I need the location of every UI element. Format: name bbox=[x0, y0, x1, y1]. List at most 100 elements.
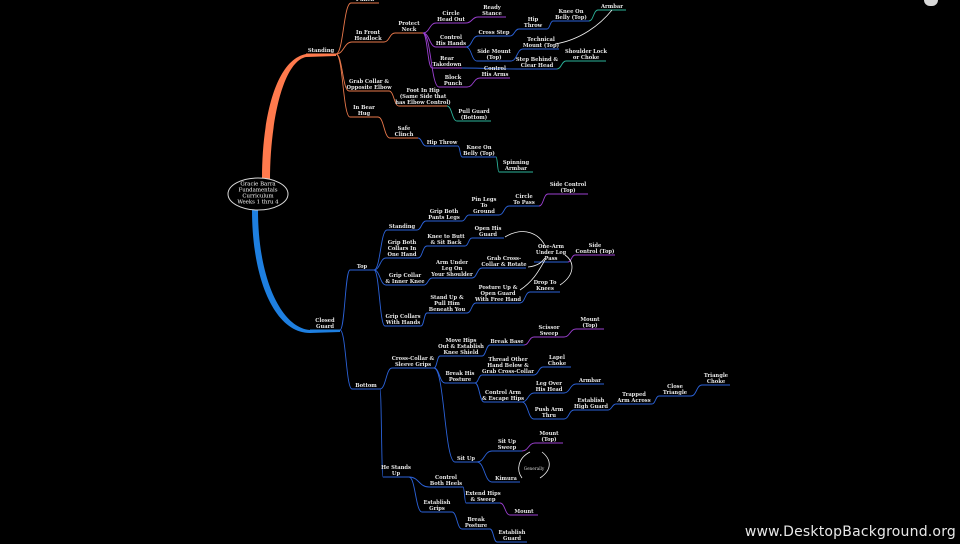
link-stand-up-pull-to-posture-up bbox=[466, 302, 477, 314]
node-side-mount-top[interactable]: Side Mount(Top) bbox=[477, 49, 511, 62]
node-top[interactable]: Top bbox=[350, 264, 374, 271]
arrow-technical-mount-to-armbar bbox=[554, 9, 613, 45]
node-mount-top-2[interactable]: Mount(Top) bbox=[535, 431, 563, 444]
node-punch[interactable]: Punch bbox=[351, 0, 379, 4]
node-extend-hips-sweep[interactable]: Extend Hips& Sweep bbox=[465, 491, 501, 504]
root-node[interactable]: Gracie Barra Fundamentals Curriculum Wee… bbox=[227, 177, 289, 211]
node-label-standing-line-1: Standing bbox=[308, 48, 335, 54]
node-label-leg-over-head-line-2: His Head bbox=[536, 387, 563, 393]
node-grab-collar[interactable]: Grab Collar &Opposite Elbow bbox=[346, 79, 392, 92]
node-label-move-hips-line-2: Out & Establish bbox=[438, 344, 484, 350]
node-label-grip-collars-with-hands-line-1: Grip Collars bbox=[385, 314, 420, 320]
node-sit-up[interactable]: Sit Up bbox=[455, 456, 477, 463]
node-mount-3[interactable]: Mount bbox=[510, 509, 538, 516]
node-label-leg-over-head-line-1: Leg Over bbox=[536, 381, 562, 387]
node-label-break-his-posture-line-1: Break His bbox=[446, 371, 475, 377]
node-mount-top-1[interactable]: Mount(Top) bbox=[576, 317, 604, 330]
node-pull-guard[interactable]: Pull Guard(Bottom) bbox=[457, 109, 491, 122]
node-bottom[interactable]: Bottom bbox=[352, 383, 380, 390]
link-trapped-arm-across-to-close-triangle bbox=[651, 395, 660, 405]
node-label-pin-legs-line-1: Pin Legs bbox=[472, 197, 497, 203]
link-protect-neck-to-circle-head-out bbox=[422, 22, 437, 34]
link-top-to-grip-collars-with-hands bbox=[373, 269, 386, 327]
node-armbar-2[interactable]: Armbar bbox=[576, 378, 604, 385]
node-kimura[interactable]: Kimura bbox=[492, 476, 520, 483]
node-label-open-his-guard-line-1: Open His bbox=[475, 226, 502, 232]
link-control-his-hands-to-side-mount-top bbox=[465, 46, 478, 62]
node-standing-2[interactable]: Standing bbox=[387, 224, 417, 231]
node-side-control-top-1[interactable]: Side Control(Top) bbox=[548, 182, 588, 195]
link-sit-up-to-sit-up-sweep bbox=[476, 450, 493, 463]
node-break-base[interactable]: Break Base bbox=[490, 339, 524, 346]
node-label-arm-under-leg-line-1: Arm Under bbox=[435, 260, 468, 266]
node-label-sit-up-sweep-line-1: Sit Up bbox=[498, 439, 516, 445]
node-label-control-arm-escape-line-1: Control Arm bbox=[485, 390, 521, 396]
node-control-arm-escape[interactable]: Control Arm& Escape Hips bbox=[482, 390, 524, 403]
node-knee-to-butt[interactable]: Knee to Butt& Sit Back bbox=[427, 234, 465, 247]
link-one-arm-under-leg-to-side-control-top-2 bbox=[567, 254, 576, 263]
node-label-technical-mount-line-1: Technical bbox=[527, 37, 555, 43]
root-label-line-4: Weeks 1 thru 4 bbox=[237, 200, 279, 206]
node-standing[interactable]: Standing bbox=[306, 48, 336, 55]
node-cross-step[interactable]: Cross Step bbox=[478, 30, 510, 37]
node-step-behind[interactable]: Step Behind &Clear Head bbox=[516, 57, 559, 70]
node-label-sit-up-sweep-line-2: Sweep bbox=[498, 445, 517, 451]
node-grab-cross-collar[interactable]: Grab Cross-Collar & Rotate bbox=[481, 256, 527, 269]
arrow-cross-collar-to-one-arm-pass bbox=[527, 257, 546, 268]
node-label-establish-grips-line-1: Establish bbox=[424, 500, 451, 506]
node-label-one-arm-under-leg-line-2: Under Leg bbox=[536, 250, 567, 256]
node-cross-collar-sleeve[interactable]: Cross-Collar &Sleeve Grips bbox=[392, 356, 435, 369]
node-grip-collar-inner-knee[interactable]: Grip Collar& Inner Knee bbox=[385, 273, 425, 286]
node-armbar-1[interactable]: Armbar bbox=[598, 4, 626, 11]
node-hip-throw-2[interactable]: Hip Throw bbox=[426, 140, 458, 147]
